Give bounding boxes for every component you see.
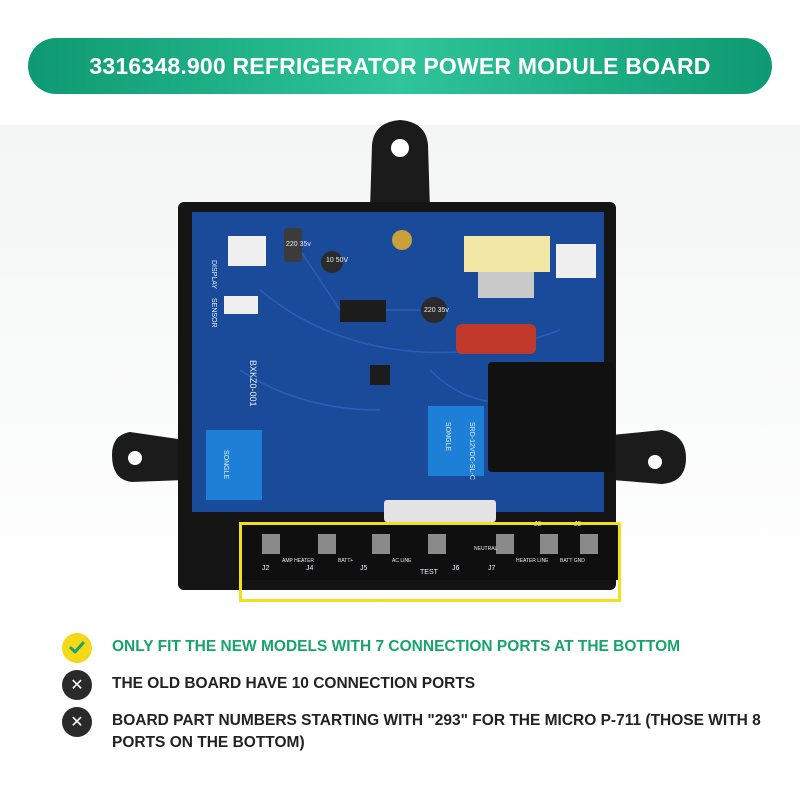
connector-label-j6: J6 xyxy=(452,565,460,572)
check-icon xyxy=(62,633,92,663)
capacitor xyxy=(321,251,343,273)
left-mount-tab xyxy=(112,432,185,482)
x-icon: ✕ xyxy=(62,670,92,700)
x-icon: ✕ xyxy=(62,707,92,737)
connector-label-j2: J2 xyxy=(262,565,270,572)
board-silkscreen: BXKZ0-001 xyxy=(248,360,258,407)
power-relay xyxy=(488,362,614,472)
display-connector xyxy=(228,236,266,266)
film-capacitor xyxy=(456,324,536,354)
connector-label-j7: J7 xyxy=(488,565,496,572)
capacitor xyxy=(421,297,447,323)
relay-model: SRD-12VDC-SL-C xyxy=(468,422,475,480)
ic-chip xyxy=(340,300,386,322)
feature-item: ONLY FIT THE NEW MODELS WITH 7 CONNECTIO… xyxy=(62,633,782,663)
screw xyxy=(392,230,412,250)
capacitor-left-label: 220 35v xyxy=(286,241,311,248)
fuse xyxy=(384,500,496,522)
test-label: TEST xyxy=(420,569,439,576)
terminal-label: BATT+ xyxy=(338,558,353,564)
sensor-label: SENSOR xyxy=(210,298,217,328)
feature-text: BOARD PART NUMBERS STARTING WITH "293" F… xyxy=(112,712,761,751)
feature-text: ONLY FIT THE NEW MODELS WITH 7 CONNECTIO… xyxy=(112,638,681,655)
mount-hole xyxy=(648,455,662,469)
terminal-label: NEUTRAL xyxy=(474,546,498,552)
capacitor xyxy=(284,228,302,262)
top-mount-tab xyxy=(370,120,430,210)
right-connector xyxy=(556,244,596,278)
connector-label-j4: J4 xyxy=(306,565,314,572)
power-module-board-photo: DISPLAY SENSOR 220 35v 10 50V 220 35v SO… xyxy=(112,120,686,590)
transformer-core xyxy=(478,272,534,298)
capacitor-small-label: 10 50V xyxy=(326,257,349,264)
terminal-label: BATT GND xyxy=(560,558,585,564)
relay-left xyxy=(206,430,262,500)
right-mount-tab xyxy=(612,430,686,484)
page-title: 3316348.900 REFRIGERATOR POWER MODULE BO… xyxy=(89,52,711,79)
connector-label-j5: J5 xyxy=(360,565,368,572)
transformer xyxy=(464,236,550,272)
ic-chip xyxy=(370,365,390,385)
feature-item: ✕ THE OLD BOARD HAVE 10 CONNECTION PORTS xyxy=(62,670,782,700)
mount-hole xyxy=(128,451,142,465)
relay-right xyxy=(428,406,484,476)
title-banner: 3316348.900 REFRIGERATOR POWER MODULE BO… xyxy=(28,38,772,94)
relay-brand-left: SONGLE xyxy=(222,450,229,480)
mount-hole xyxy=(391,139,409,157)
sensor-connector xyxy=(224,296,258,314)
terminal-label: HEATER LINE xyxy=(516,558,549,564)
relay-brand-right: SONGLE xyxy=(444,422,451,452)
terminal-label: AMP HEATER xyxy=(282,558,314,564)
capacitor-right-label: 220 35v xyxy=(424,307,449,314)
feature-list: ONLY FIT THE NEW MODELS WITH 7 CONNECTIO… xyxy=(62,633,782,764)
terminal-label: AC LINE xyxy=(392,558,412,564)
feature-item: ✕ BOARD PART NUMBERS STARTING WITH "293"… xyxy=(62,707,782,754)
feature-text: THE OLD BOARD HAVE 10 CONNECTION PORTS xyxy=(112,675,476,692)
connection-ports-highlight xyxy=(239,522,621,602)
display-label: DISPLAY xyxy=(210,260,217,289)
